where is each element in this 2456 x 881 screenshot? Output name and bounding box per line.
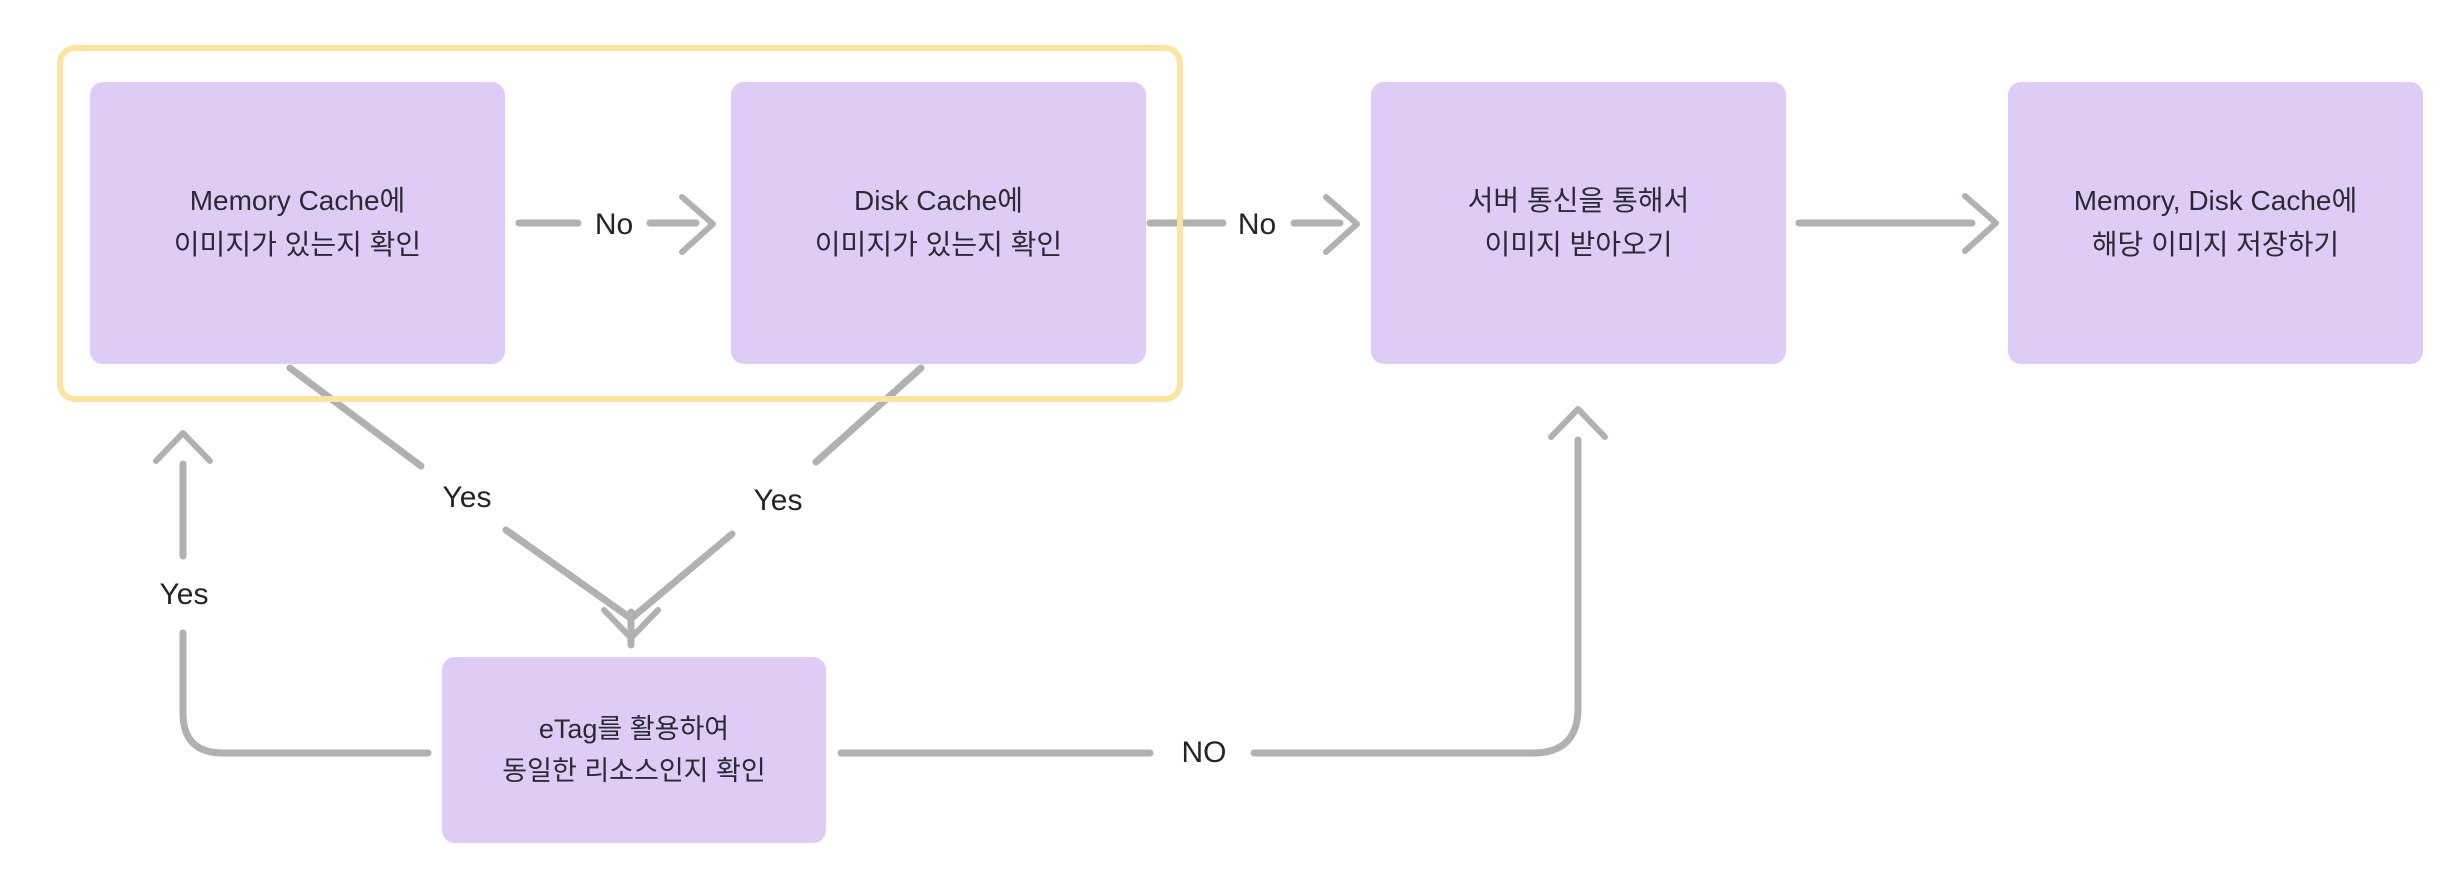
arrow-disk-to-etag (629, 364, 925, 621)
edge-label-no-disk-to-server: No (1237, 208, 1277, 241)
edge-label-yes-disk-to-etag: Yes (753, 484, 803, 517)
arrow-disk-to-server (1146, 194, 1360, 255)
edge-label-no-memory-to-disk: No (594, 208, 634, 241)
node-server-line1: 서버 통신을 통해서 (1467, 185, 1690, 216)
node-disk-line1: Disk Cache에 (854, 185, 1023, 216)
arrow-memory-to-etag (286, 364, 633, 621)
node-memory-line2: 이미지가 있는지 확인 (173, 229, 422, 260)
node-memory-line1: Memory Cache에 (189, 185, 406, 216)
arrow-memory-to-disk (515, 194, 716, 255)
node-save-line2: 해당 이미지 저장하기 (2091, 229, 2340, 260)
node-save-line1: Memory, Disk Cache에 (2073, 185, 2358, 216)
arrowhead-into-etag (601, 607, 661, 649)
node-server-line2: 이미지 받아오기 (1484, 229, 1673, 260)
node-disk-cache-check: Disk Cache에 이미지가 있는지 확인 (731, 82, 1146, 364)
node-save-to-caches: Memory, Disk Cache에 해당 이미지 저장하기 (2008, 82, 2423, 364)
node-memory-cache-check: Memory Cache에 이미지가 있는지 확인 (90, 82, 505, 364)
node-etag-check: eTag를 활용하여 동일한 리소스인지 확인 (442, 657, 826, 843)
arrow-etag-to-server (837, 406, 1608, 757)
edge-label-yes-memory-to-etag: Yes (442, 481, 492, 514)
arrow-server-to-save (1795, 193, 1999, 254)
edge-label-no-etag-to-server: NO (1181, 736, 1227, 769)
edge-label-yes-etag-return: Yes (159, 578, 209, 611)
node-disk-line2: 이미지가 있는지 확인 (814, 229, 1063, 260)
node-etag-line2: 동일한 리소스인지 확인 (502, 756, 766, 786)
cache-check-group-outline (57, 45, 1183, 402)
node-server-fetch: 서버 통신을 통해서 이미지 받아오기 (1371, 82, 1786, 364)
arrow-etag-return-yes (153, 430, 432, 757)
node-etag-line1: eTag를 활용하여 (538, 714, 730, 744)
